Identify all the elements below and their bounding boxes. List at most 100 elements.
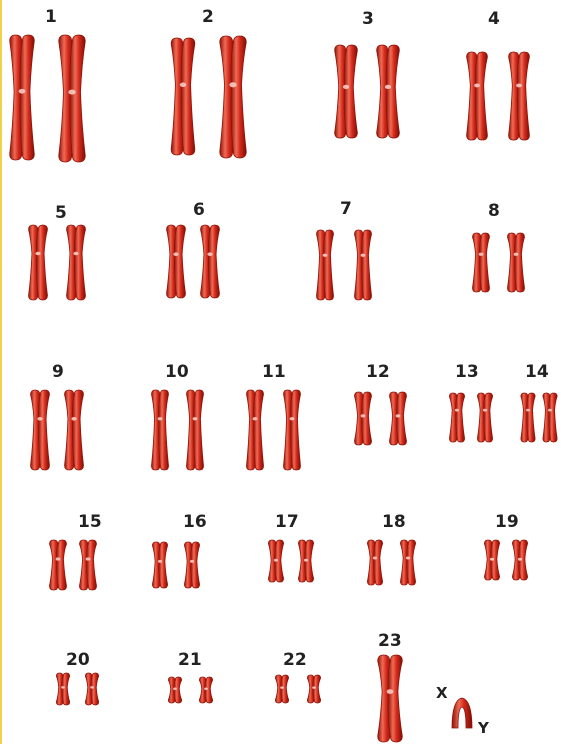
centromere [304,559,308,562]
pair-label: 23 [378,631,402,651]
chromatid [388,655,402,742]
pair-label: 13 [455,362,479,382]
chromosome [67,225,86,300]
chromosome [65,390,84,470]
chromosome [298,540,313,582]
centromere [548,409,552,412]
chromatid [374,540,383,585]
centromere [229,82,236,87]
chromosome [507,233,524,292]
chromatid [159,542,168,588]
chromatid [452,698,472,728]
chromosome [268,540,283,582]
chromosome [389,392,406,445]
chromosome [85,673,98,705]
chromosome [220,36,246,158]
chromatid [254,390,264,470]
chromosome [56,673,69,705]
centromere [387,689,394,694]
centromere [455,409,459,412]
chromosome [275,675,288,703]
chromosome [449,393,464,442]
centromere [207,252,212,256]
pair-label: 20 [66,650,90,670]
pair-label: 12 [366,362,390,382]
centromere [406,557,410,560]
centromere [385,85,391,89]
chromatid [159,390,169,470]
chromosome [152,542,167,588]
centromere [274,559,278,562]
chromosome [79,540,96,590]
chromatid [174,677,182,703]
pair-label: 22 [283,650,307,670]
centromere [158,417,163,420]
chromatid [324,230,334,300]
pair-label: 14 [525,362,549,382]
chromosome [378,655,403,742]
chromatid [72,390,83,470]
centromere [204,687,208,690]
chromosome [199,677,212,703]
chromosome [477,393,492,442]
chromatid [480,233,490,292]
chromatid [57,540,67,590]
centromere [19,89,26,94]
chromosome [512,540,527,580]
centromere [86,557,91,560]
chromatid [362,392,372,445]
centromere [490,558,494,561]
y-chromosome-label: Y [477,719,490,737]
centromere [396,414,401,417]
chromosome [49,540,66,590]
centromere [253,417,258,420]
chromosome [307,675,320,703]
pair-label: 10 [165,362,189,382]
chromosome [509,52,530,140]
chromosome [31,390,50,470]
chromosome [59,35,85,162]
chromosome [367,540,382,585]
chromatid [515,233,525,292]
chromatid [87,540,97,590]
pair-label: 16 [183,512,207,532]
chromatid [38,390,49,470]
pair-label: 3 [362,9,374,29]
pair-label: 18 [382,512,406,532]
chromatid [475,52,487,140]
chromatid [36,225,47,300]
chromatid [74,225,85,300]
x-chromosome-label: X [436,684,448,702]
centromere [56,557,61,560]
pair-label: 2 [202,7,214,27]
chromosome [171,38,195,155]
pair-label: 9 [52,362,64,382]
chromosome [354,392,371,445]
chromatid [20,35,34,160]
centromere [173,252,178,256]
centromere [190,560,194,563]
centromere [71,417,76,421]
chromatid [194,390,204,470]
centromere [193,417,198,420]
chromosome [246,390,263,470]
pair-label: 7 [340,199,352,219]
chromatid [407,540,416,585]
centromere [516,83,522,87]
centromere [526,409,530,412]
chromatid [174,225,185,298]
centromere [479,253,484,256]
chromatid [70,35,85,162]
centromere [61,686,65,689]
pair-label: 6 [193,200,205,220]
chromosome [335,45,358,138]
centromere [518,558,522,561]
pair-label: 4 [488,9,500,29]
chromatid [386,45,399,138]
chromatid [344,45,357,138]
chromatid [91,673,99,705]
chromosome [10,35,35,160]
pair-label: 8 [488,201,500,221]
centromere [312,686,316,689]
